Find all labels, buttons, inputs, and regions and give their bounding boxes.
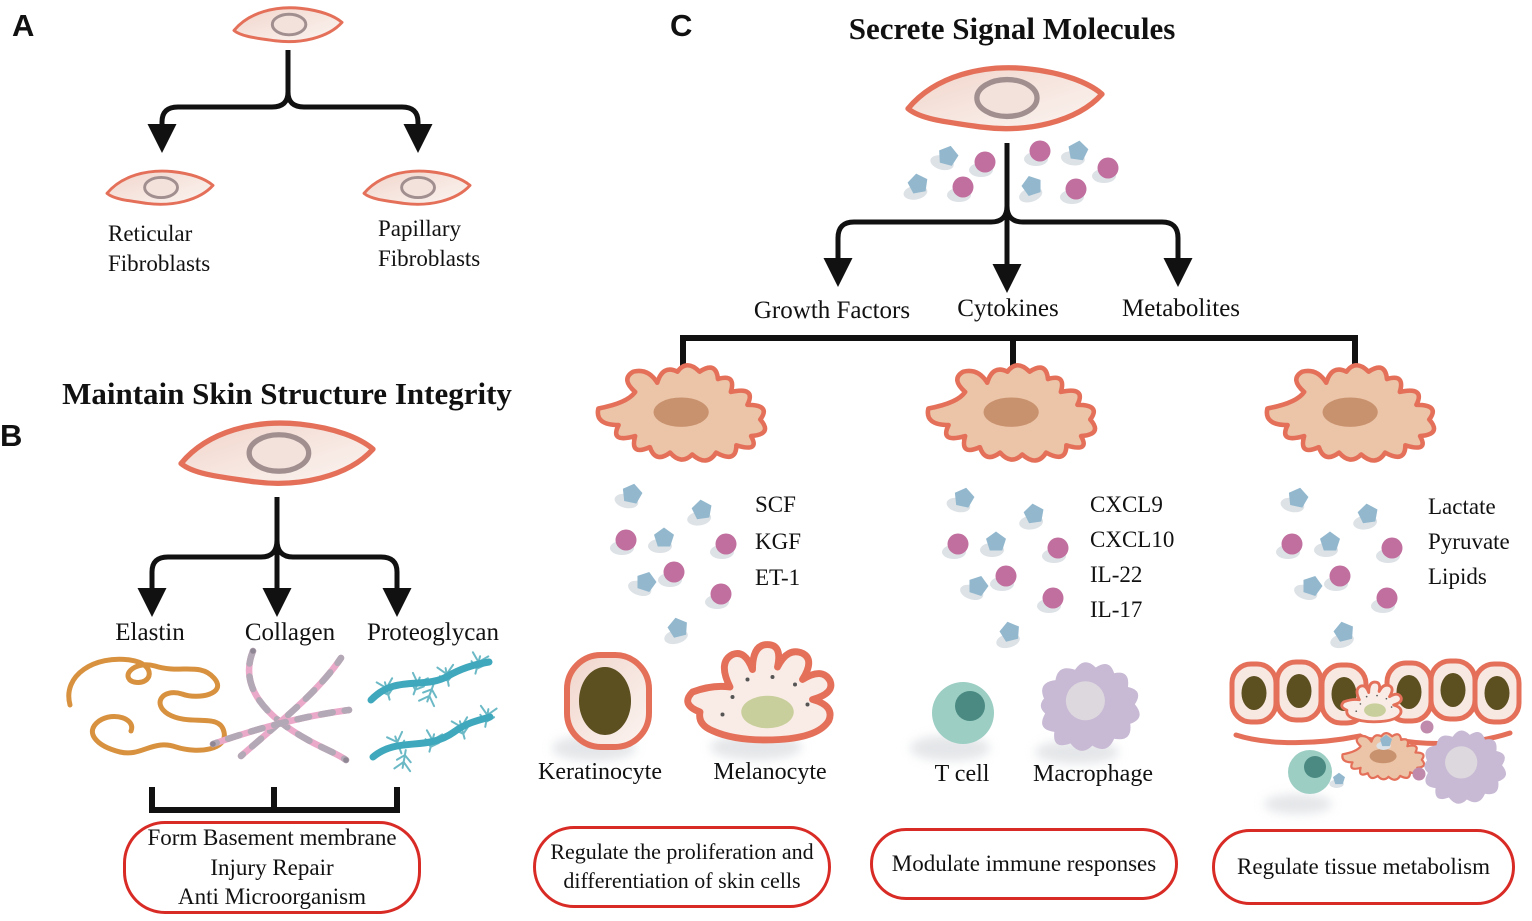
papillary-fibroblast-cell bbox=[362, 169, 472, 206]
branch-label-cytokines: Cytokines bbox=[957, 295, 1059, 322]
branch-label-growth-factors: Growth Factors bbox=[753, 297, 911, 324]
signal-molecule-pentagon-icon bbox=[1060, 138, 1090, 168]
activated-fibroblast-cell bbox=[928, 365, 1095, 460]
molecule-label-il17: IL-17 bbox=[1090, 597, 1143, 622]
panel-c-letter: C bbox=[670, 8, 693, 43]
panel-a-letter: A bbox=[12, 8, 35, 43]
signal-molecule-circle-icon bbox=[1024, 140, 1051, 166]
signal-molecule-circle-icon bbox=[1420, 720, 1434, 734]
t-cell bbox=[932, 682, 994, 744]
cell-label-macrophage: Macrophage bbox=[1033, 761, 1153, 787]
molecule-label-pyruvate: Pyruvate bbox=[1428, 529, 1510, 554]
signal-molecule-circle-icon bbox=[1060, 178, 1087, 204]
molecule-label-scf: SCF bbox=[755, 492, 796, 517]
activated-fibroblast-cell bbox=[1267, 365, 1434, 460]
signal-molecule-circle-icon bbox=[1412, 767, 1426, 781]
cell-label-t-cell: T cell bbox=[934, 761, 990, 787]
epithelium-illustration bbox=[1232, 661, 1519, 804]
macrophage-cell bbox=[1040, 662, 1140, 751]
collagen-illustration bbox=[209, 647, 353, 764]
papillary-fibroblasts-label: Papillary Fibroblasts bbox=[378, 216, 481, 272]
panel-b-letter: B bbox=[0, 418, 23, 453]
signal-molecule-pentagon-icon bbox=[1013, 172, 1047, 206]
function-box-immune: Modulate immune responses bbox=[870, 828, 1178, 900]
molecule-label-et1: ET-1 bbox=[755, 565, 801, 590]
molecule-label-cxcl9: CXCL9 bbox=[1090, 492, 1163, 517]
fibroblast-cell bbox=[232, 6, 344, 44]
activated-fibroblast-cell bbox=[598, 365, 765, 460]
cytokine-molecule-cluster bbox=[942, 484, 1069, 651]
elastin-illustration bbox=[66, 656, 227, 756]
growth-factor-molecule-cluster bbox=[610, 480, 737, 647]
bracket bbox=[149, 787, 400, 813]
molecule-label-kgf: KGF bbox=[755, 529, 802, 554]
panel-b-title: Maintain Skin Structure Integrity bbox=[62, 376, 512, 411]
panel-b-artwork bbox=[66, 423, 498, 813]
proteoglycan-illustration bbox=[367, 651, 498, 773]
branch-arrows-a bbox=[147, 50, 433, 153]
cell-label-melanocyte: Melanocyte bbox=[713, 759, 827, 785]
melanocyte-cell bbox=[688, 645, 831, 740]
reticular-fibroblasts-label: Reticular Fibroblasts bbox=[108, 221, 211, 277]
molecule-label-lipids: Lipids bbox=[1428, 564, 1487, 589]
function-box-skin-cells: Regulate the proliferation and different… bbox=[533, 826, 831, 908]
keratinocyte-cell bbox=[564, 652, 652, 750]
branch-label-metabolites: Metabolites bbox=[1121, 295, 1241, 322]
function-box-metabolism: Regulate tissue metabolism bbox=[1212, 829, 1515, 905]
panel-c-artwork bbox=[552, 68, 1519, 814]
product-label-proteoglycan: Proteoglycan bbox=[367, 619, 499, 646]
signal-molecule-pentagon-icon bbox=[900, 171, 931, 202]
product-label-collagen: Collagen bbox=[244, 619, 336, 646]
fibroblast-cell bbox=[181, 423, 373, 483]
molecule-label-lactate: Lactate bbox=[1428, 494, 1496, 519]
molecule-label-cxcl10: CXCL10 bbox=[1090, 527, 1175, 552]
panel-a-artwork bbox=[105, 6, 472, 206]
panel-c-title: Secrete Signal Molecules bbox=[848, 11, 1176, 46]
branch-arrows-b bbox=[137, 497, 412, 617]
reticular-fibroblast-cell bbox=[105, 169, 215, 206]
signal-molecule-pentagon-icon bbox=[928, 141, 961, 174]
molecule-label-il22: IL-22 bbox=[1090, 562, 1143, 587]
signal-molecule-circle-icon bbox=[947, 176, 974, 202]
metabolite-molecule-cluster bbox=[1276, 484, 1403, 651]
branch-arrows-c bbox=[823, 143, 1193, 293]
signal-molecule-circle-icon bbox=[969, 151, 996, 177]
fibroblast-cell bbox=[908, 68, 1102, 129]
t-cell bbox=[1288, 750, 1332, 794]
function-box-structure: Form Basement membrane Injury Repair Ant… bbox=[123, 821, 421, 914]
signal-molecule-circle-icon bbox=[1092, 157, 1119, 183]
product-label-elastin: Elastin bbox=[115, 619, 185, 646]
cell-label-keratinocyte: Keratinocyte bbox=[538, 759, 662, 785]
